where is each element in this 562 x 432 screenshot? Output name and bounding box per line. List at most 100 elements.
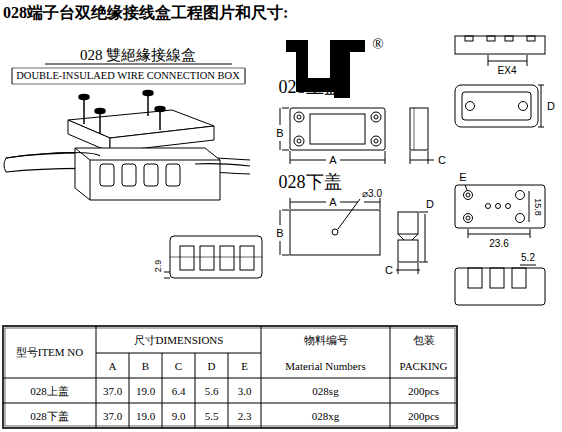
- lower-lid-section: [520, 265, 536, 266]
- lower-lid-plan: [338, 199, 360, 229]
- table-cell: 6.4: [172, 384, 186, 396]
- table-header: 包装: [413, 334, 435, 346]
- upper-lid-plan: [294, 112, 304, 122]
- lower-lid-inner-view: [465, 185, 467, 190]
- screw: [99, 112, 101, 134]
- box-illustration: [75, 148, 220, 200]
- table-cell: 028xg: [312, 409, 340, 421]
- lower-lid-side: [412, 234, 418, 240]
- dimension: D: [426, 198, 434, 210]
- product-name-en: DOUBLE-INSULAED WIRE CONNECTION BOX: [16, 70, 240, 82]
- upper-lid-plan: [290, 151, 291, 164]
- lower-lid-inner-view: [516, 214, 525, 223]
- upper-lid-side: [410, 108, 434, 164]
- dimension: ⌀3.0: [362, 188, 382, 199]
- table-cell: 19.0: [136, 409, 155, 421]
- screw: [143, 91, 153, 96]
- dimension: A: [329, 196, 336, 208]
- screw: [159, 110, 161, 130]
- lower-lid-inner-view: [496, 204, 501, 209]
- cross-section: [220, 246, 234, 270]
- table-grid: [3, 378, 457, 379]
- cross-section: [164, 236, 262, 278]
- table-cell: 2.3: [238, 409, 252, 421]
- dimension: B: [276, 227, 283, 239]
- upper-lid-plan: [297, 115, 301, 119]
- lower-lid-plan: [340, 202, 358, 203]
- table-header: 型号ITEM NO: [16, 346, 84, 358]
- lower-lid-section: [468, 268, 482, 288]
- lower-lid-section: [490, 268, 504, 288]
- lower-lid-inner-view: [466, 193, 470, 197]
- table-header: PACKING: [400, 359, 448, 371]
- box-illustration: [75, 148, 90, 160]
- lower-lid-side: [419, 262, 428, 263]
- lower-lid-inner-view: [486, 204, 491, 209]
- lid-end-view: [519, 102, 528, 111]
- lower-lid-plan: [290, 210, 380, 255]
- screw: [79, 91, 165, 114]
- table-grid: [3, 326, 457, 428]
- upper-lid-plan: [282, 150, 289, 151]
- dimension: B: [276, 127, 283, 139]
- header-frame: [12, 64, 245, 84]
- lower-lid-inner-view: [466, 216, 470, 220]
- dimension: A: [329, 154, 336, 166]
- upper-lid-plan: [374, 115, 378, 119]
- upper-lid-plan: [310, 114, 365, 144]
- header-frame: [245, 68, 246, 84]
- lower-lid-plan: [282, 210, 289, 211]
- box-illustration: [100, 164, 180, 186]
- lid-end-view: [462, 92, 531, 120]
- cross-section: [164, 278, 170, 279]
- table-grid: [261, 326, 262, 428]
- box-illustration: [100, 164, 114, 186]
- upper-lid-plan: [371, 112, 381, 122]
- cross-section: [180, 246, 194, 270]
- lower-lid-inner-view: [516, 191, 525, 200]
- lower-lid-side: [398, 240, 418, 262]
- lower-lid-plan: [364, 202, 380, 203]
- lid-end-view: [538, 85, 544, 86]
- table-header: B: [142, 359, 149, 371]
- table-grid: [129, 353, 130, 428]
- table-grid: [3, 403, 457, 404]
- box-illustration: [90, 160, 220, 161]
- box-illustration: [4, 158, 6, 172]
- lower-lid-inner-view: [464, 191, 473, 200]
- table-cell: 37.0: [103, 409, 122, 421]
- table-cell: 19.0: [136, 384, 155, 396]
- upper-lid-plan: [340, 160, 385, 161]
- screw: [83, 98, 85, 124]
- upper-lid-plan: [290, 108, 385, 150]
- upper-lid-plan: [385, 151, 386, 164]
- table-grid: [5, 328, 455, 426]
- box-illustration: [166, 164, 180, 186]
- cross-section: [170, 257, 262, 258]
- table-grid: [195, 353, 196, 428]
- table-header: D: [208, 359, 216, 371]
- upper-lid-plan: [282, 108, 289, 109]
- lid-top-view: [488, 61, 527, 62]
- table-cell: 028下盖: [30, 409, 69, 421]
- dimension: EX4: [498, 65, 517, 76]
- table-cell: 9.0: [172, 409, 186, 421]
- lid-top-view: [455, 36, 545, 54]
- table-grid: [3, 326, 457, 428]
- header-frame: [12, 68, 245, 69]
- dimension: C: [438, 154, 446, 166]
- table-header: A: [109, 359, 117, 371]
- lower-lid-plan: [282, 255, 289, 256]
- upper-lid-plan: [290, 160, 326, 161]
- cross-section: [200, 246, 214, 270]
- part-title: 028下盖: [279, 173, 342, 193]
- table-grid: [162, 353, 163, 428]
- dimension: 23.6: [489, 238, 508, 249]
- table-header: C: [175, 359, 182, 371]
- callout-letter: E: [459, 171, 466, 183]
- lid-top-view: [455, 36, 545, 66]
- product-name: 028 雙絕緣接線盒: [80, 47, 196, 64]
- upper-lid-side: [428, 151, 429, 164]
